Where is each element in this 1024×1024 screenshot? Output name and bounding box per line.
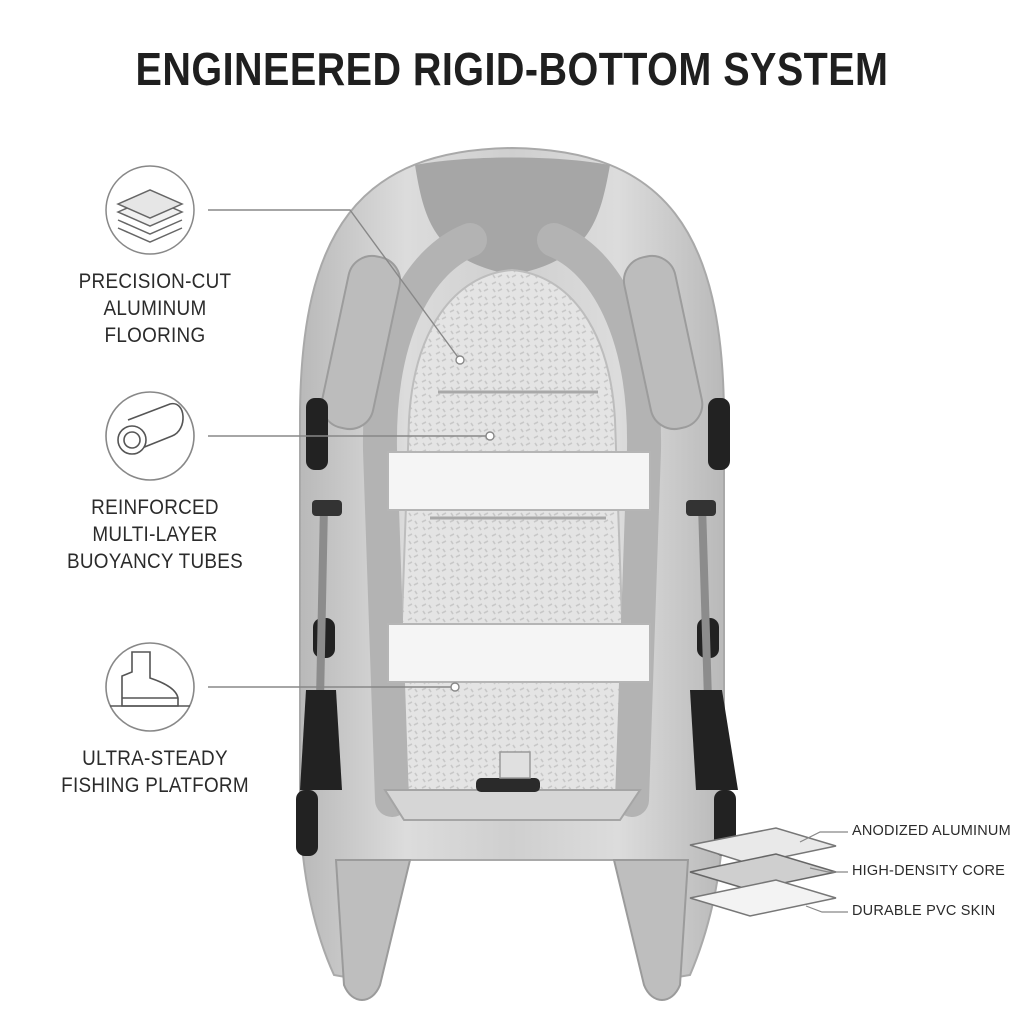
grab-rail-left bbox=[320, 254, 402, 431]
oar-blade-right bbox=[690, 690, 738, 790]
layer-pvc-sheet bbox=[689, 879, 837, 917]
feature-tubes-line3: BUOYANCY TUBES bbox=[66, 550, 244, 573]
side-handle-left-1 bbox=[306, 398, 328, 470]
transom-bracket bbox=[499, 751, 531, 779]
stern-cone-left bbox=[334, 859, 412, 1001]
layer-aluminum-sheet bbox=[689, 827, 837, 865]
feature-flooring-line2: ALUMINUM FLOORING bbox=[103, 297, 207, 347]
callout-lines bbox=[208, 209, 495, 692]
feature-platform-line2: FISHING PLATFORM bbox=[61, 774, 249, 797]
transom-drain bbox=[476, 778, 540, 792]
feature-tubes-line2: MULTI-LAYER bbox=[92, 523, 218, 546]
layer-label-pvc: DURABLE PVC SKIN bbox=[852, 903, 996, 919]
oarlock-left bbox=[312, 500, 342, 516]
transom bbox=[383, 789, 642, 821]
callout-dot-flooring bbox=[455, 355, 465, 365]
feature-icon-flooring bbox=[105, 165, 195, 255]
inner-tube-left bbox=[362, 223, 487, 817]
stern-cone-right bbox=[612, 859, 690, 1001]
grab-rail-right bbox=[622, 254, 704, 431]
seat-rear bbox=[387, 623, 651, 683]
callout-dot-tubes bbox=[485, 431, 495, 441]
feature-icon-boot bbox=[105, 642, 195, 732]
feature-icon-tubes bbox=[105, 391, 195, 481]
inner-tube-right bbox=[537, 223, 662, 817]
feature-tubes-line1: REINFORCED bbox=[91, 496, 219, 519]
feature-label-platform: ULTRA-STEADY FISHING PLATFORM bbox=[52, 745, 259, 799]
feature-flooring-line1: PRECISION-CUT bbox=[78, 270, 232, 293]
feature-label-tubes: REINFORCED MULTI-LAYER BUOYANCY TUBES bbox=[52, 494, 259, 575]
page-title: ENGINEERED RIGID-BOTTOM SYSTEM bbox=[135, 43, 889, 95]
layer-label-core: HIGH-DENSITY CORE bbox=[852, 863, 1005, 879]
oarlock-right bbox=[686, 500, 716, 516]
callout-dot-platform bbox=[450, 682, 460, 692]
side-handle-left-3 bbox=[296, 790, 318, 856]
side-handle-right-1 bbox=[708, 398, 730, 470]
feature-platform-line1: ULTRA-STEADY bbox=[82, 747, 228, 770]
oar-shaft-left bbox=[316, 504, 328, 701]
layer-stack-icon bbox=[689, 827, 848, 917]
aluminum-floor bbox=[394, 268, 630, 791]
oar-shaft-right bbox=[698, 504, 712, 701]
seat-front bbox=[387, 451, 651, 511]
layer-label-aluminum: ANODIZED ALUMINUM bbox=[852, 823, 1011, 839]
callout-line-flooring bbox=[208, 209, 461, 361]
feature-label-flooring: PRECISION-CUT ALUMINUM FLOORING bbox=[52, 268, 259, 349]
oar-blade-left bbox=[300, 690, 342, 790]
